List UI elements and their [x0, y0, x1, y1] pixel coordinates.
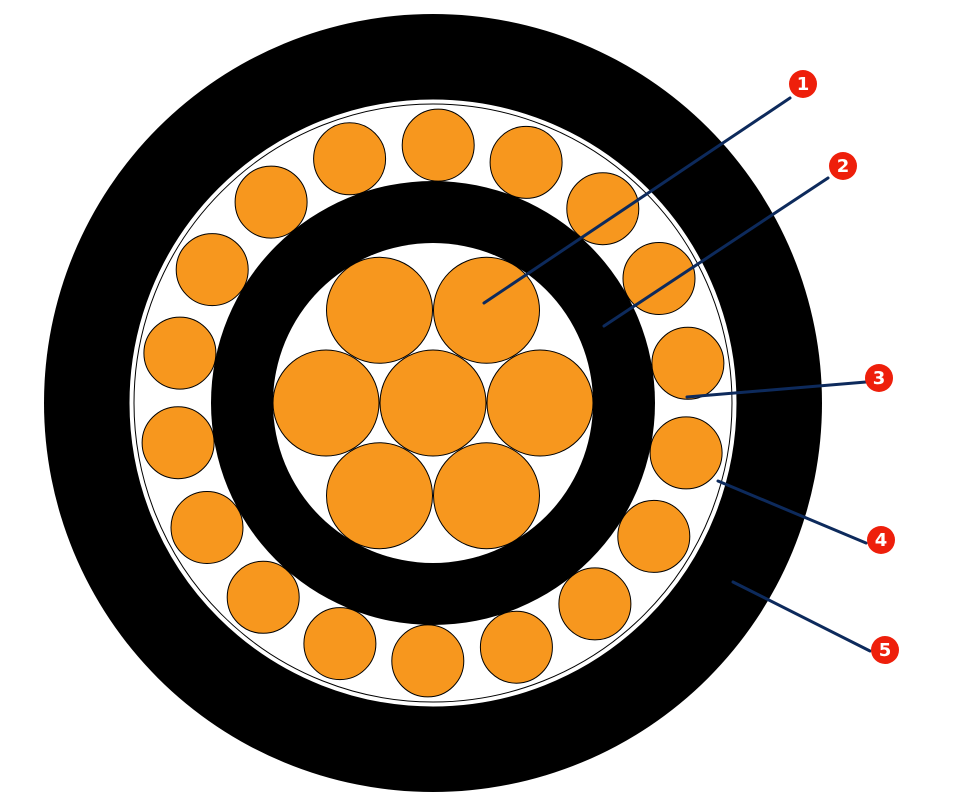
outer-strand: [175, 233, 249, 307]
callout-number-4: 4: [875, 530, 888, 551]
outer-strand: [558, 567, 632, 641]
outer-strand: [303, 607, 377, 681]
outer-strand: [649, 416, 723, 490]
outer-strand: [622, 242, 696, 315]
callout-badge-4: [867, 526, 895, 554]
conductor-strand: [486, 349, 594, 457]
callout-group: 1 2 3 4 5: [482, 70, 899, 664]
outer-strand: [141, 406, 215, 480]
outer-strand: [234, 165, 308, 239]
outer-strand: [391, 624, 465, 698]
callout-badge-5: [871, 636, 899, 664]
leader-line-conductor: [482, 96, 792, 305]
conductor-strand: [326, 442, 433, 550]
callout-number-1: 1: [797, 74, 810, 95]
conductor-strand: [326, 256, 433, 364]
outer-strand: [479, 610, 553, 684]
callout-number-5: 5: [879, 640, 892, 661]
outer-strand: [401, 108, 475, 182]
leader-line-outer-strand: [685, 380, 868, 399]
leader-line-jacket: [731, 580, 872, 653]
leader-line-insulation: [602, 176, 830, 328]
leader-line-tape: [716, 479, 868, 545]
outer-strand: [617, 499, 691, 573]
conductor-strand: [433, 442, 540, 550]
callout-badge-1: [789, 70, 817, 98]
outer-strand-layer: [141, 108, 725, 698]
outer-strand: [566, 172, 640, 246]
callout-number-2: 2: [837, 156, 850, 177]
callout-number-3: 3: [873, 368, 886, 389]
outer-strand: [143, 316, 217, 390]
outer-strand: [313, 122, 387, 196]
conductor-strand: [379, 349, 487, 457]
callout-badge-3: [865, 364, 893, 392]
outer-strand: [651, 326, 725, 400]
callout-badge-2: [829, 152, 857, 180]
outer-strand: [489, 125, 563, 199]
outer-strand: [226, 560, 300, 634]
conductor-strand: [433, 256, 540, 364]
conductor-strand: [272, 349, 380, 457]
outer-strand: [170, 491, 244, 564]
